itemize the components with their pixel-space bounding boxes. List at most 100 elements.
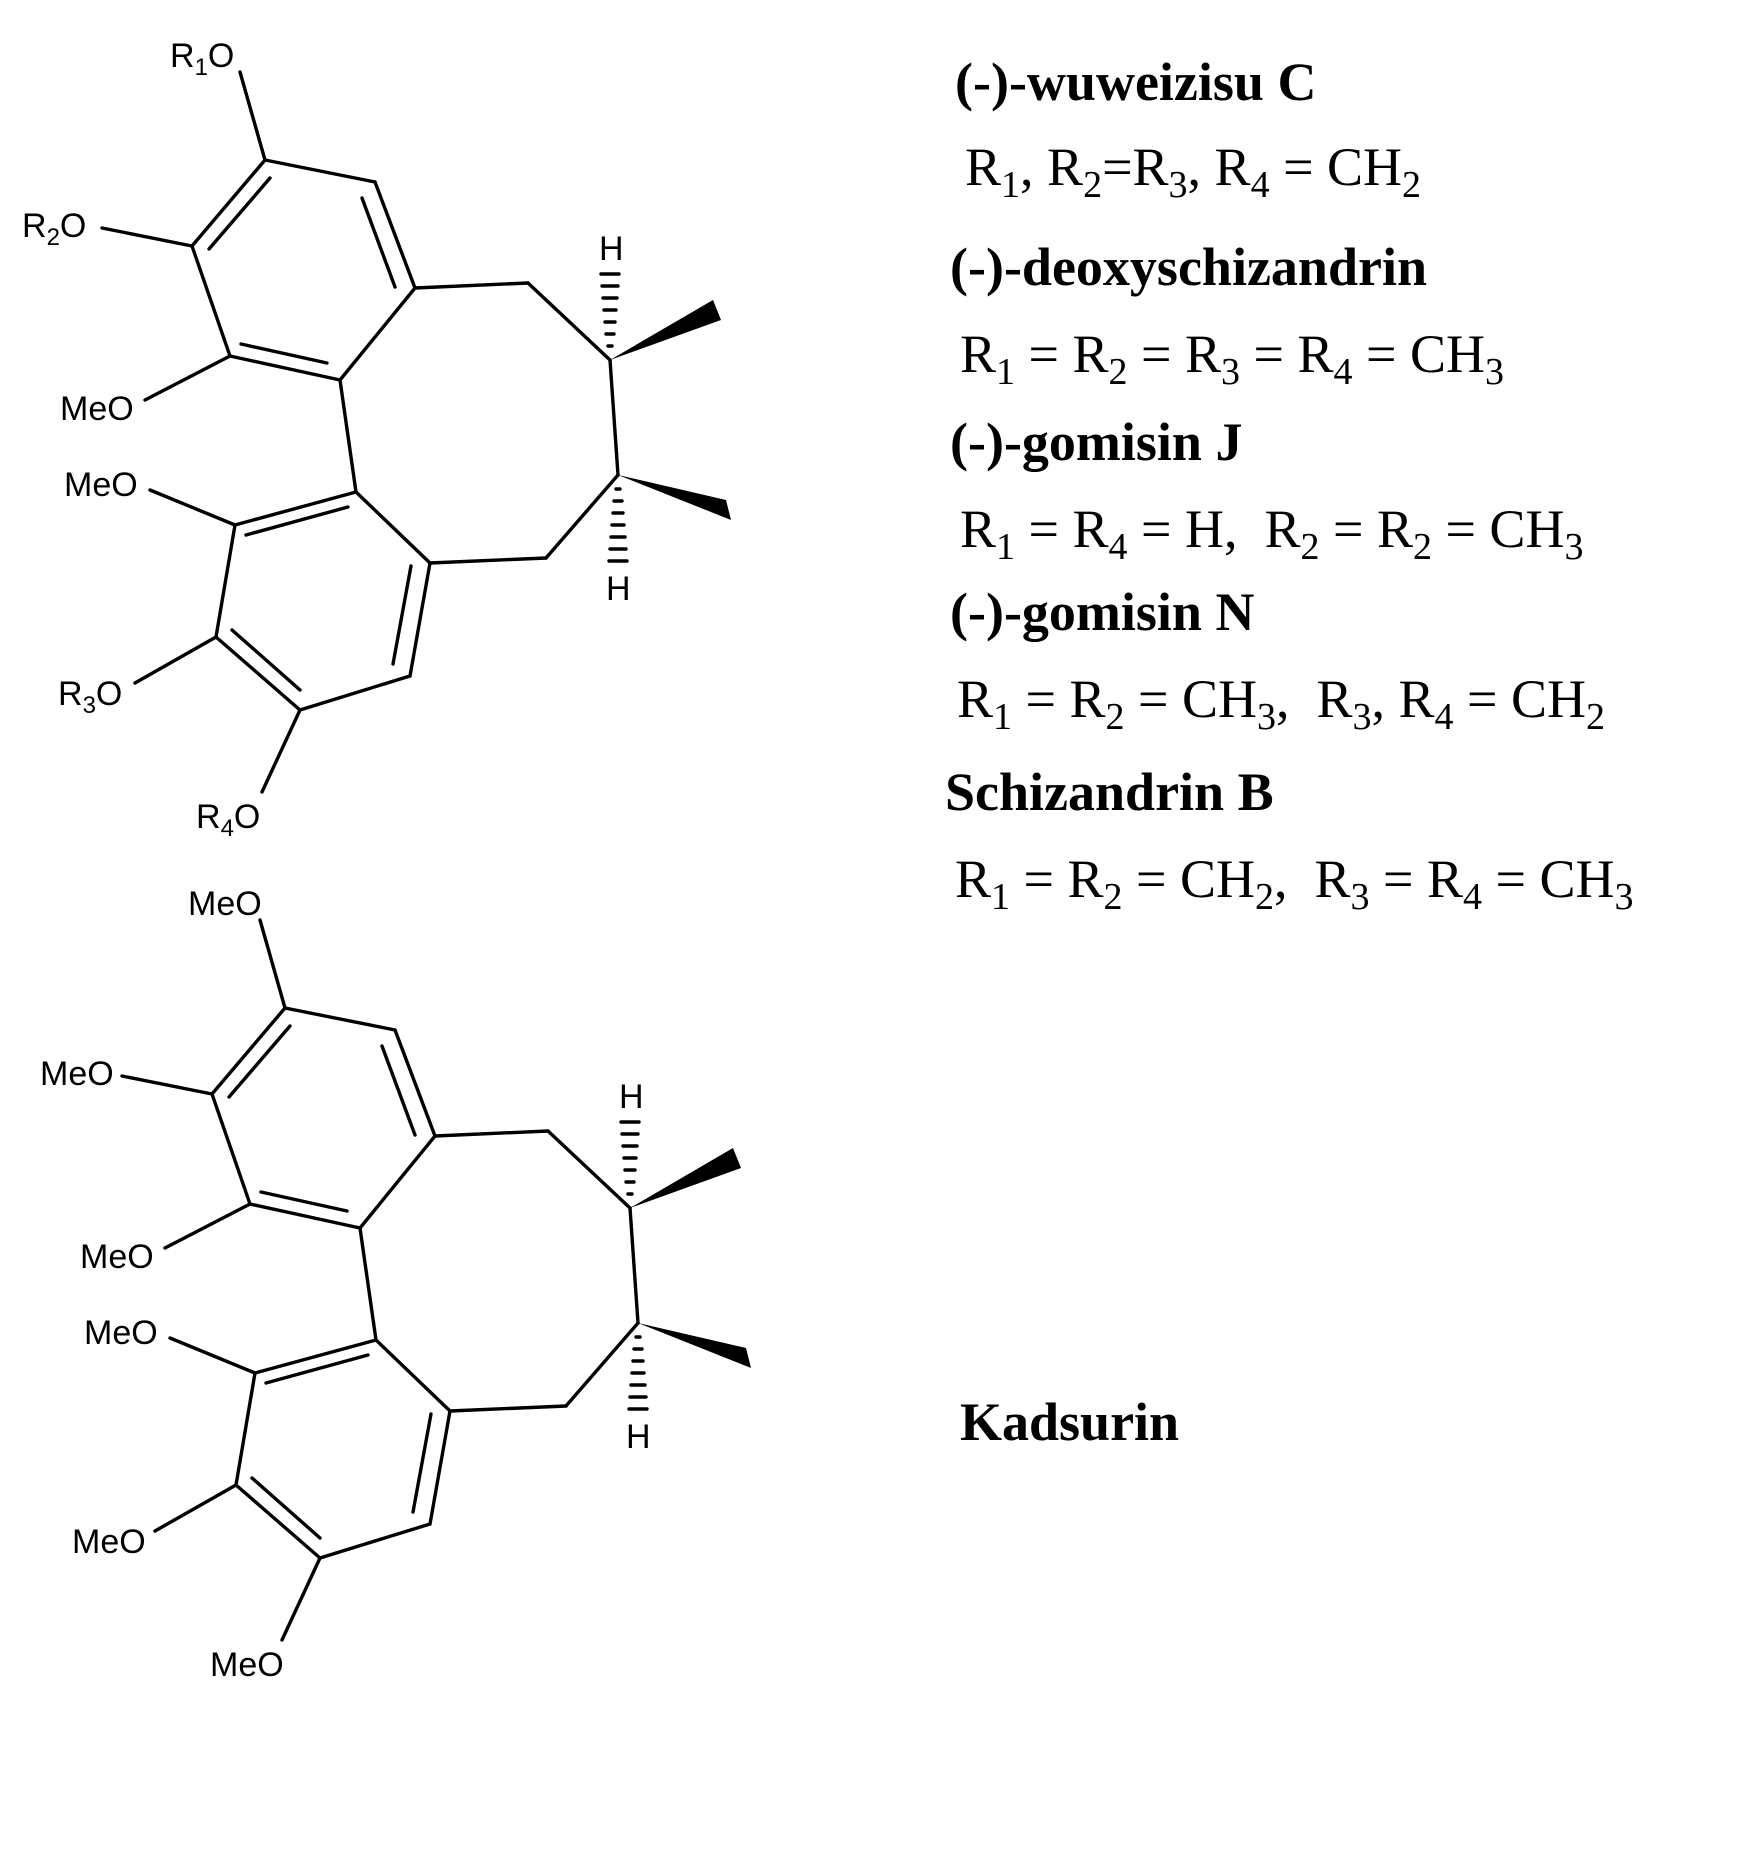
bond [214,635,302,712]
bond [260,708,302,794]
bond [280,1556,322,1642]
formula-text: = H, R [1128,499,1301,559]
compound-formula: R1 = R2 = CH2, R3 = R4 = CH3 [955,849,1633,918]
double-bond-inner [360,196,397,289]
formula-text: = R [1015,499,1108,559]
formula-text: R [965,137,1001,197]
formula-text: R [960,324,996,384]
formula-subscript: 4 [1463,876,1482,918]
double-bond-inner [259,1190,349,1213]
double-bond-inner [207,176,272,251]
meo-label: MeO [210,1646,284,1684]
formula-subscript: 2 [1586,696,1605,738]
bond [238,70,267,162]
formula-subscript: 3 [1221,351,1240,393]
compound-name: (-)-gomisin J [950,412,1242,472]
kadsurin-label: Kadsurin [960,1392,1179,1452]
bond [413,281,530,290]
formula-subscript: 4 [1109,526,1128,568]
bond [544,473,620,560]
bond [393,1028,437,1138]
hydrogen-label: H [606,570,631,608]
hydrogen-label: H [599,230,624,268]
formula-text: , R [1020,137,1083,197]
bond [248,1202,362,1230]
bond [148,488,237,527]
r4o-label: R4O [196,798,260,842]
compound-name: (-)-gomisin N [950,582,1254,642]
formula-subscript: 2 [1300,526,1319,568]
meo-label: MeO [64,466,138,504]
formula-text: R [960,499,996,559]
formula-subscript: 4 [1333,351,1352,393]
bond [163,1202,252,1250]
formula-text: R [957,669,993,729]
bond [318,1522,432,1560]
meo-label: MeO [72,1523,146,1561]
bond [433,1129,550,1138]
formula-text: = R [1319,499,1412,559]
formula-text: , R [1274,849,1351,909]
formula-subscript: 2 [1104,876,1123,918]
formula-text: = CH [1454,669,1586,729]
formula-subscript: 3 [1485,351,1504,393]
bond [564,1321,640,1408]
formula-text: = CH [1352,324,1484,384]
bond [228,354,342,382]
bond [354,490,432,565]
bond [628,1206,640,1325]
bond [190,158,267,248]
bond [428,556,548,565]
formula-subscript: 3 [1353,696,1372,738]
formula-text: = R [1012,669,1105,729]
bond [428,1409,452,1526]
formula-text: = R [1240,324,1333,384]
r2o-label: R2O [22,207,86,251]
meo-label: MeO [188,885,262,923]
formula-subscript: 2 [1106,696,1125,738]
bond [133,635,218,685]
formula-subscript: 1 [996,351,1015,393]
r3o-label: R3O [58,675,122,719]
formula-subscript: 3 [1169,164,1188,206]
meo-label: MeO [84,1314,158,1352]
bond [100,226,194,248]
hashed-bond [619,1120,641,1196]
generic-dibenzocyclooctadiene-structure: R1O R2O MeO MeO R3O R4O H H [22,37,731,842]
formula-subscript: 1 [1001,164,1020,206]
wedge-methyl [618,475,731,520]
bond [526,281,612,362]
formula-subscript: 1 [991,876,1010,918]
bond [358,1226,378,1342]
bond [374,1338,452,1413]
bond [298,674,412,712]
bond [408,561,432,678]
formula-subscript: 3 [1257,696,1276,738]
bond [373,180,417,290]
double-bond-inner [391,564,413,666]
bond [258,918,287,1010]
formula-subscript: 4 [1435,696,1454,738]
formula-subscript: 3 [1564,526,1583,568]
formula-subscript: 2 [1083,164,1102,206]
bond [210,1006,287,1096]
formula-text: = CH [1432,499,1564,559]
formula-text: = CH [1482,849,1614,909]
compound-name: Schizandrin B [945,762,1274,822]
formula-text: , R [1372,669,1435,729]
hydrogen-label: H [619,1078,644,1116]
formula-text: =R [1102,137,1168,197]
wedge-methyl [610,300,721,360]
compound-list: (-)-wuweizisu C R1, R2=R3, R4 = CH2 (-)-… [945,52,1633,918]
compound-formula: R1, R2=R3, R4 = CH2 [965,137,1421,206]
kadsurin-structure: MeO MeO MeO MeO MeO MeO H H [40,885,751,1684]
hashed-bond [599,272,621,348]
wedge-methyl [638,1323,751,1368]
bond [234,1483,322,1560]
bond [120,1074,214,1096]
formula-subscript: 2 [1255,876,1274,918]
double-bond-inner [230,628,302,692]
formula-text: = R [1015,324,1108,384]
double-bond-inner [244,505,350,537]
